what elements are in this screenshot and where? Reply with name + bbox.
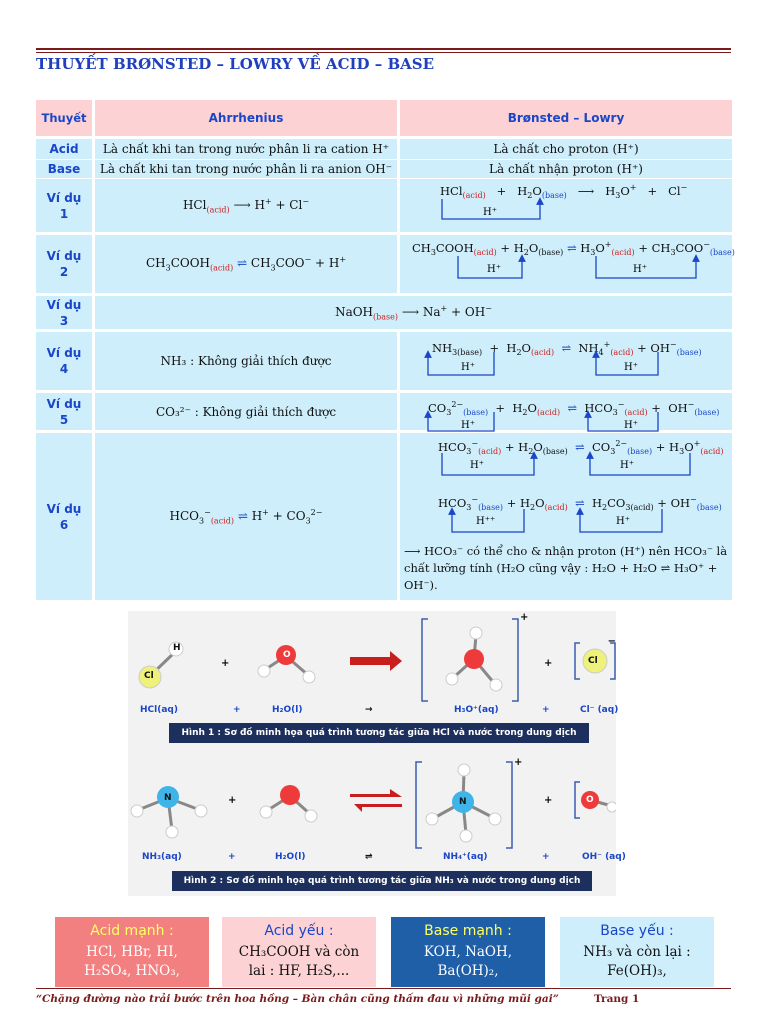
fig1-plus-1: + xyxy=(233,705,241,715)
box-strong-base-title: Base mạnh : xyxy=(424,923,512,939)
figure-1-caption: Hình 1 : Sơ đồ minh họa quá trình tương … xyxy=(169,723,589,743)
vidu-1-proton: H⁺ xyxy=(483,207,497,218)
row-label-vidu-5: Ví dụ 5 xyxy=(36,393,92,430)
fig2-plus-1: + xyxy=(228,852,236,862)
atom-o-ion: O xyxy=(586,795,594,805)
header-arrhenius: Ahrrhenius xyxy=(95,100,397,136)
header-bronsted: Brønsted – Lowry xyxy=(400,100,732,136)
row-label-vidu-4: Ví dụ 4 xyxy=(36,332,92,390)
vidu-6b-proton-right: H⁺ xyxy=(616,516,630,527)
top-rule xyxy=(36,48,731,50)
vidu-4-arrhenius: NH₃ : Không giải thích được xyxy=(95,332,397,390)
box-strong-acid: Acid mạnh : HCl, HBr, HI, H₂SO₄, HNO₃, xyxy=(55,917,209,987)
vidu-5-proton-left: H⁺ xyxy=(461,420,475,431)
svg-text:+: + xyxy=(544,795,552,806)
vidu-6-bronsted xyxy=(400,433,732,600)
box-strong-acid-title: Acid mạnh : xyxy=(90,923,174,939)
figure-2-molecules: + + + − xyxy=(130,757,616,849)
fig1-arrow: → xyxy=(365,705,373,715)
fig2-h2o: H₂O(l) xyxy=(275,852,306,862)
row-label-vidu-1: Ví dụ 1 xyxy=(36,179,92,232)
top-rule-thin xyxy=(36,52,731,53)
base-arrhenius: Là chất khi tan trong nước phân li ra an… xyxy=(95,160,397,178)
row-label-vidu-3: Ví dụ 3 xyxy=(36,296,92,329)
vidu-1-arrhenius: HCl(acid) ⟶ H+ + Cl− xyxy=(95,179,397,232)
atom-cl: Cl xyxy=(144,671,154,681)
vidu-1-bronsted xyxy=(400,179,732,232)
vidu-3-shared: NaOH(base) ⟶ Na+ + OH− xyxy=(95,296,732,329)
box-weak-acid-title: Acid yếu : xyxy=(264,923,334,939)
vidu-4-bronsted xyxy=(400,332,732,390)
vidu-1-equation: HCl(acid) + H2O(base) ⟶ H3O+ + Cl− xyxy=(440,183,688,201)
fig2-nh4: NH₄⁺(aq) xyxy=(443,852,488,862)
vidu-6-conclusion: ⟶ HCO₃⁻ có thể cho & nhận proton (H⁺) nê… xyxy=(404,544,728,592)
acid-arrhenius: Là chất khi tan trong nước phân li ra ca… xyxy=(95,139,397,159)
box-weak-acid-line2: lai : HF, H₂S,... xyxy=(248,963,350,979)
vidu-6-arrhenius: HCO3−(acid) ⇌ H+ + CO32− xyxy=(95,433,397,600)
vidu-6a-proton-right: H⁺ xyxy=(620,460,634,471)
fig1-h3o: H₃O⁺(aq) xyxy=(454,705,499,715)
vidu-2-bronsted xyxy=(400,235,732,293)
page-number: Trang 1 xyxy=(594,993,640,1005)
vidu-5-equation: CO32−(base) + H2O(acid) ⇌ HCO3−(acid) + … xyxy=(428,400,720,418)
svg-text:−: − xyxy=(608,636,616,647)
box-weak-base-line2: Fe(OH)₃, xyxy=(607,963,667,979)
page-title: THUYẾT BRØNSTED – LOWRY VỀ ACID – BASE xyxy=(36,55,435,73)
vidu-2-proton-right: H⁺ xyxy=(633,264,647,275)
footer-rule xyxy=(36,988,731,989)
vidu-6-equation-a: HCO3−(acid) + H2O(base) ⇌ CO32−(base) + … xyxy=(438,439,724,457)
fig1-hcl: HCl(aq) xyxy=(140,705,178,715)
box-strong-acid-line1: HCl, HBr, HI, xyxy=(86,944,178,960)
box-weak-acid-line1: CH₃COOH và còn xyxy=(238,944,360,960)
vidu-2-arrhenius: CH3COOH(acid) ⇌ CH3COO− + H+ xyxy=(95,235,397,293)
atom-h: H xyxy=(173,643,181,653)
atom-n: N xyxy=(164,793,172,803)
vidu-4-proton-left: H⁺ xyxy=(461,362,475,373)
atom-o: O xyxy=(283,650,291,660)
figure-1-molecules: + + + − xyxy=(138,612,616,702)
acid-bronsted: Là chất cho proton (H⁺) xyxy=(400,139,732,159)
box-weak-base-line1: NH₃ và còn lại : xyxy=(583,944,691,960)
vidu-5-proton-right: H⁺ xyxy=(624,420,638,431)
svg-text:+: + xyxy=(514,757,522,768)
box-strong-base: Base mạnh : KOH, NaOH, Ba(OH)₂, xyxy=(391,917,545,987)
figure-2-caption: Hình 2 : Sơ đồ minh họa quá trình tương … xyxy=(172,871,592,891)
box-strong-acid-line2: H₂SO₄, HNO₃, xyxy=(84,963,180,979)
fig1-h2o: H₂O(l) xyxy=(272,705,303,715)
vidu-5-arrhenius: CO₃²⁻ : Không giải thích được xyxy=(95,393,397,430)
svg-text:+: + xyxy=(228,795,236,806)
atom-n-ion: N xyxy=(459,797,467,807)
header-theory: Thuyết xyxy=(36,100,92,136)
proton-transfer-arrows xyxy=(424,197,700,533)
row-label-vidu-6: Ví dụ 6 xyxy=(36,433,92,600)
box-weak-base: Base yếu : NH₃ và còn lại : Fe(OH)₃, xyxy=(560,917,714,987)
fig2-plus-2: + xyxy=(542,852,550,862)
fig2-oh-ion: OH⁻ (aq) xyxy=(582,852,626,862)
vidu-5-bronsted xyxy=(400,393,732,430)
fig2-nh3: NH₃(aq) xyxy=(142,852,182,862)
svg-text:+: + xyxy=(544,658,552,669)
vidu-2-equation: CH3COOH(acid) + H2O(base) ⇌ H3O+(acid) +… xyxy=(412,240,735,258)
vidu-6-equation-b: HCO3−(base) + H2O(acid) ⇌ H2CO3(acid) + … xyxy=(438,495,722,513)
svg-text:+: + xyxy=(221,658,229,669)
vidu-4-equation: NH3(base) + H2O(acid) ⇌ NH4+(acid) + OH−… xyxy=(432,340,702,358)
atom-cl-ion: Cl xyxy=(588,656,598,666)
svg-text:+: + xyxy=(520,612,528,623)
box-weak-base-title: Base yếu : xyxy=(600,923,674,939)
box-weak-acid: Acid yếu : CH₃COOH và còn lai : HF, H₂S,… xyxy=(222,917,376,987)
vidu-6b-proton-left: H⁺⁺ xyxy=(476,516,496,527)
vidu-4-proton-right: H⁺ xyxy=(624,362,638,373)
fig2-equilibrium: ⇌ xyxy=(365,852,373,862)
base-bronsted: Là chất nhận proton (H⁺) xyxy=(400,160,732,178)
box-strong-base-line1: KOH, NaOH, xyxy=(423,944,513,960)
fig1-cl-ion: Cl⁻ (aq) xyxy=(580,705,619,715)
vidu-2-proton-left: H⁺ xyxy=(487,264,501,275)
row-label-base: Base xyxy=(36,160,92,178)
row-label-vidu-2: Ví dụ 2 xyxy=(36,235,92,293)
vidu-6a-proton-left: H⁺ xyxy=(470,460,484,471)
footer-quote: “Chặng đường nào trải bước trên hoa hồng… xyxy=(36,993,559,1005)
fig1-plus-2: + xyxy=(542,705,550,715)
row-label-acid: Acid xyxy=(36,139,92,159)
box-strong-base-line2: Ba(OH)₂, xyxy=(437,963,499,979)
